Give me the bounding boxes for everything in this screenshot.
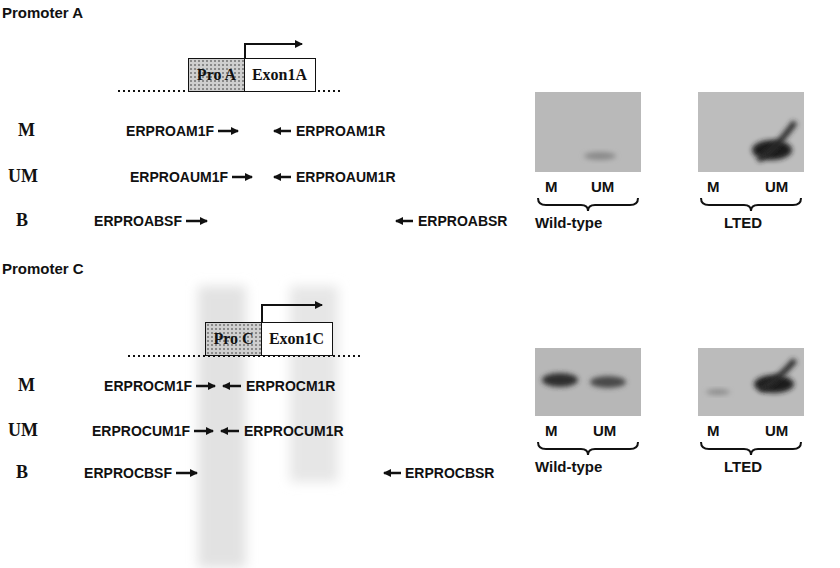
primer-name: ERPROCM1F: [104, 378, 192, 394]
lane-label: M: [707, 422, 720, 439]
promoter-box: Pro A: [188, 58, 245, 92]
sample-label: Wild-type: [535, 214, 602, 231]
row-label: B: [16, 210, 28, 231]
box-label: Pro C: [213, 330, 253, 348]
promoter-box: Pro C: [205, 322, 262, 356]
lane-label: M: [545, 422, 558, 439]
row-label: UM: [8, 420, 38, 441]
primer-name: ERPROABSF: [94, 213, 182, 229]
primer-name: ERPROCM1R: [246, 378, 335, 394]
tss-arrow: [245, 44, 302, 58]
lane-label: UM: [765, 178, 788, 195]
section-heading: Promoter A: [2, 4, 83, 21]
exon-box: Exon1C: [261, 322, 333, 356]
row-label: B: [16, 462, 28, 483]
gel-image: [535, 92, 804, 416]
lane-label: UM: [765, 422, 788, 439]
sample-label: Wild-type: [535, 458, 602, 475]
lane-label: M: [545, 178, 558, 195]
primer-name: ERPROAM1F: [126, 123, 214, 139]
row-label: M: [18, 120, 35, 141]
exon-box: Exon1A: [244, 58, 316, 92]
row-label: M: [18, 375, 35, 396]
primer-name: ERPROAM1R: [296, 123, 385, 139]
box-label: Pro A: [197, 66, 236, 84]
primer-name: ERPROAUM1R: [296, 169, 396, 185]
box-label: Exon1A: [252, 66, 307, 84]
lane-label: UM: [593, 422, 616, 439]
primer-name: ERPROAUM1F: [130, 169, 228, 185]
sample-label: LTED: [724, 458, 762, 475]
primer-name: ERPROCBSF: [84, 465, 172, 481]
primer-name: ERPROCUM1R: [244, 423, 344, 439]
lane-label: M: [707, 178, 720, 195]
brace: [538, 198, 801, 455]
row-label: UM: [8, 166, 38, 187]
primer-name: ERPROCUM1F: [92, 423, 190, 439]
primer-name: ERPROCBSR: [405, 465, 494, 481]
box-label: Exon1C: [269, 330, 324, 348]
sample-label: LTED: [724, 214, 762, 231]
primer-name: ERPROABSR: [418, 213, 507, 229]
section-heading: Promoter C: [2, 260, 84, 277]
lane-label: UM: [591, 178, 614, 195]
tss-arrow: [262, 305, 322, 322]
